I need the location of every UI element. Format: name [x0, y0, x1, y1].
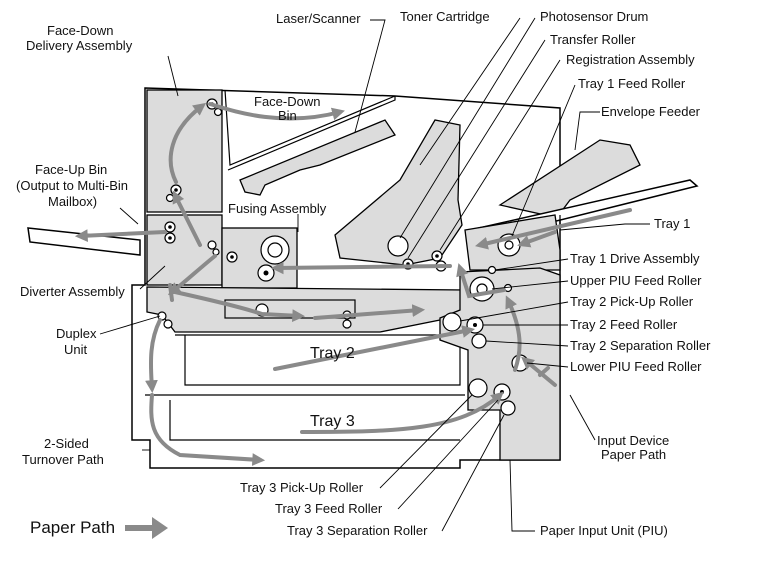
tray-1-drive-roller [487, 265, 497, 275]
tray-3-separation-roller [500, 400, 516, 416]
label-face-up-bin-line3: Mailbox) [48, 194, 97, 209]
label-duplex-unit-line1: Duplex [56, 326, 97, 341]
photosensor-drum [387, 235, 409, 257]
label-tray1: Tray 1 [654, 216, 690, 231]
legend-label: Paper Path [30, 518, 115, 537]
label-envelope-feeder: Envelope Feeder [601, 104, 701, 119]
label-two-sided-line1: 2-Sided [44, 436, 89, 451]
tray-2-pick-up-roller [442, 312, 462, 332]
label-tray2: Tray 2 [310, 345, 355, 362]
fusing-assembly [221, 227, 298, 289]
face-down-delivery-assembly [146, 89, 223, 286]
label-fusing-assembly: Fusing Assembly [228, 201, 327, 216]
label-upper-piu-feed-roller: Upper PIU Feed Roller [570, 273, 702, 288]
tray-3-pick-up-roller [468, 378, 488, 398]
diverter-rollers [164, 221, 220, 256]
label-face-down-delivery-line2: Delivery Assembly [26, 38, 133, 53]
paper-input-unit [439, 267, 561, 461]
toner-cartridge [334, 119, 463, 266]
label-tray3: Tray 3 [310, 413, 355, 430]
tray-2-separation-roller [471, 333, 487, 349]
label-two-sided-line2: Turnover Path [22, 452, 104, 467]
label-tray2-separation-roller: Tray 2 Separation Roller [570, 338, 711, 353]
label-tray3-pickup-roller: Tray 3 Pick-Up Roller [240, 480, 364, 495]
tray-3 [145, 394, 465, 441]
labels: Face-Down Delivery Assembly Laser/Scanne… [16, 9, 711, 538]
label-tray1-feed-roller: Tray 1 Feed Roller [578, 76, 686, 91]
label-duplex-unit-line2: Unit [64, 342, 88, 357]
leader-lines [99, 17, 650, 532]
label-tray3-feed-roller: Tray 3 Feed Roller [275, 501, 383, 516]
label-face-up-bin-line2: (Output to Multi-Bin [16, 178, 128, 193]
label-diverter-assembly: Diverter Assembly [20, 284, 125, 299]
label-transfer-roller: Transfer Roller [550, 32, 636, 47]
label-input-device-line1: Input Device [597, 433, 669, 448]
label-face-down-delivery-line1: Face-Down [47, 23, 113, 38]
label-tray2-pickup-roller: Tray 2 Pick-Up Roller [570, 294, 694, 309]
legend-arrow-icon [125, 517, 168, 539]
label-tray3-separation-roller: Tray 3 Separation Roller [287, 523, 428, 538]
legend: Paper Path [30, 517, 168, 539]
label-lower-piu-feed-roller: Lower PIU Feed Roller [570, 359, 702, 374]
label-tray1-drive-assembly: Tray 1 Drive Assembly [570, 251, 700, 266]
label-tray2-feed-roller: Tray 2 Feed Roller [570, 317, 678, 332]
label-toner-cartridge: Toner Cartridge [400, 9, 490, 24]
label-face-up-bin-line1: Face-Up Bin [35, 162, 107, 177]
label-laser-scanner: Laser/Scanner [276, 11, 361, 26]
paper-path-arrows [74, 102, 632, 466]
label-input-device-line2: Paper Path [601, 447, 666, 462]
label-paper-input-unit: Paper Input Unit (PIU) [540, 523, 668, 538]
label-face-down-bin-line2: Bin [278, 108, 297, 123]
label-registration-assembly: Registration Assembly [566, 52, 695, 67]
tray-2 [175, 334, 461, 386]
label-face-down-bin-line1: Face-Down [254, 94, 320, 109]
label-photosensor-drum: Photosensor Drum [540, 9, 648, 24]
laser-scanner [239, 119, 396, 196]
